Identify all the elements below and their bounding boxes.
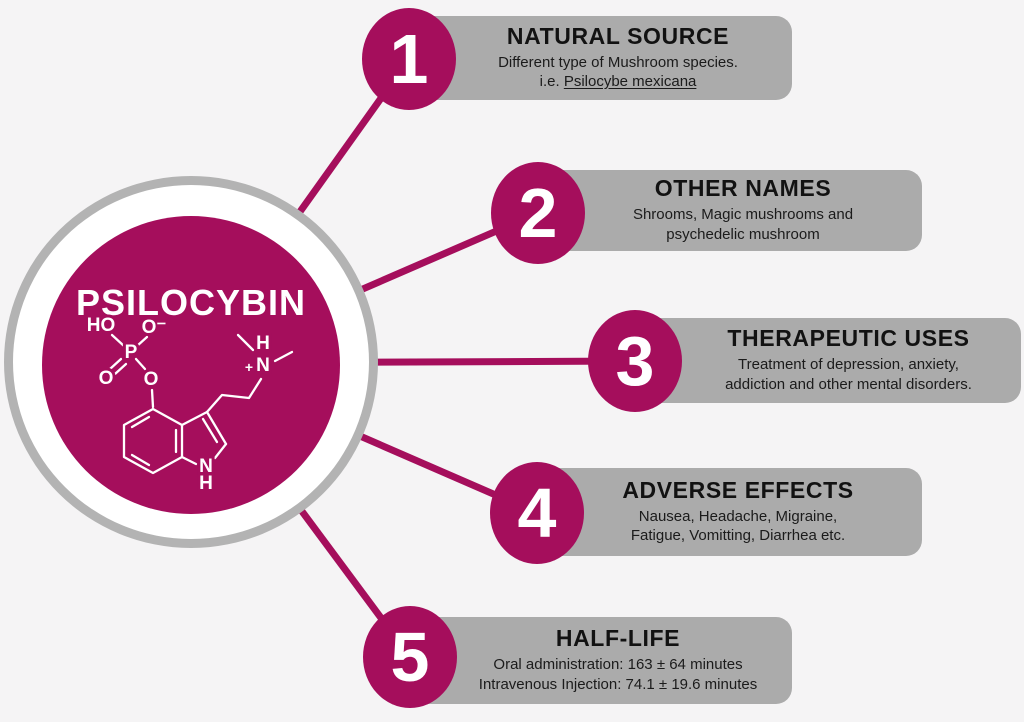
molecule-title: PSILOCYBIN [75,282,307,323]
step-number: 4 [517,474,557,552]
step-badge-4: 4 [490,462,584,564]
card-body: Oral administration: 163 ± 64 minutes In… [479,655,757,693]
card-heading: OTHER NAMES [654,175,832,202]
step-badge-3: 3 [588,310,682,412]
psilocybin-structure-icon: HO O⁻ P O O + N H N H [84,312,294,497]
card-heading: NATURAL SOURCE [506,22,730,49]
info-card-therapeutic-uses: THERAPEUTIC USES Treatment of depression… [620,318,1021,403]
step-number: 2 [518,174,558,252]
body-line-1: Different type of Mushroom species. [498,53,738,71]
body-line-2: Intravenous Injection: 74.1 ± 19.6 minut… [478,675,758,693]
atom-label-phosphorus: P [125,342,138,363]
card-heading: THERAPEUTIC USES [727,325,970,352]
step-number: 1 [389,20,429,98]
step-number: 5 [390,618,430,696]
card-body: Shrooms, Magic mushrooms and psychedelic… [633,205,853,243]
atom-label-amine-plus: + [245,359,253,375]
atom-label-o-double: O [99,368,114,389]
step-number: 3 [615,322,655,400]
body-line-1: Oral administration: 163 ± 64 minutes [493,656,743,674]
step-badge-2: 2 [491,162,585,264]
atom-label-ring-h: H [199,473,213,494]
info-card-half-life: HALF-LIFE Oral administration: 163 ± 64 … [398,617,792,704]
card-heading: ADVERSE EFFECTS [622,476,854,503]
body-line-2: psychedelic mushroom [666,225,820,243]
atom-label-ring-n: N [199,456,213,477]
atom-label-amine-h: H [256,333,270,354]
info-card-other-names: OTHER NAMES Shrooms, Magic mushrooms and… [518,170,922,251]
body-line-2: addiction and other mental disorders. [725,375,972,393]
species-name: Psilocybe mexicana [563,73,697,90]
step-badge-1: 1 [362,8,456,110]
atom-label-o-minus: O⁻ [142,317,167,338]
card-body: Treatment of depression, anxiety, addict… [725,355,972,393]
card-body: Nausea, Headache, Migraine, Fatigue, Vom… [631,507,845,545]
body-line-2-prefix: i.e. [539,73,564,90]
card-body: Different type of Mushroom species. i.e.… [498,53,738,91]
step-badge-5: 5 [363,606,457,708]
body-line-1: Nausea, Headache, Migraine, [638,507,838,525]
body-line-2: Fatigue, Vomitting, Diarrhea etc. [630,527,846,544]
atom-label-amine-n: N [256,355,270,376]
card-heading: HALF-LIFE [555,625,681,652]
body-line-1: Treatment of depression, anxiety, [738,356,959,374]
atom-label-hydroxyl: HO [87,315,116,336]
info-card-natural-source: NATURAL SOURCE Different type of Mushroo… [398,16,792,100]
body-line-1: Shrooms, Magic mushrooms and [632,206,854,224]
atom-label-o-bridge: O [144,369,159,390]
center-circle [42,216,340,514]
